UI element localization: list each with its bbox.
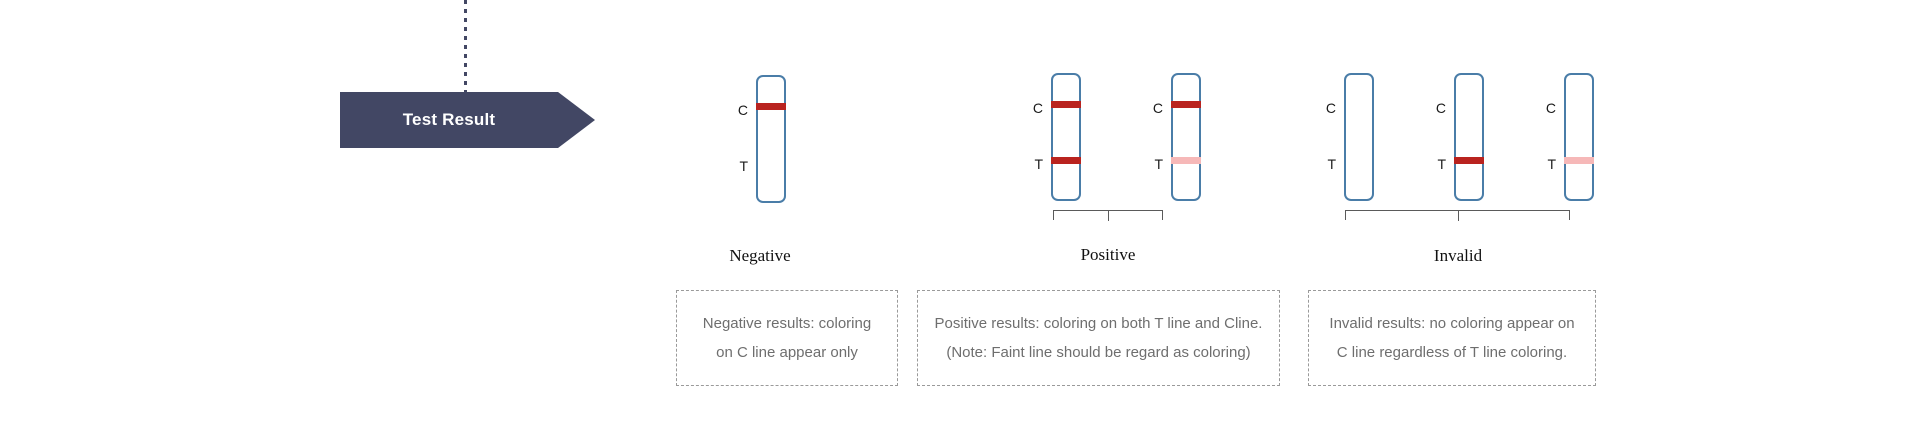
group-label-invalid: Invalid	[1433, 246, 1483, 265]
group-label-negative: Negative	[729, 246, 791, 265]
control-line-band	[1171, 101, 1201, 108]
control-letter: C	[737, 102, 748, 118]
test-line-band	[1454, 157, 1484, 164]
control-line-band	[756, 103, 786, 110]
caption-line: (Note: Faint line should be regard as co…	[946, 344, 1251, 361]
strip-cassette-body	[1171, 73, 1201, 201]
test-strip-invalid-1: C T	[1318, 73, 1374, 201]
group-bracket-invalid	[1345, 210, 1570, 228]
control-letter: C	[1545, 100, 1556, 116]
control-letter: C	[1325, 100, 1336, 116]
strip-cassette-body	[1344, 73, 1374, 201]
invalid-strips-row: C T C T C T	[1318, 73, 1594, 201]
test-strip-invalid-3: C T	[1538, 73, 1594, 201]
test-letter: T	[1154, 156, 1163, 172]
negative-strips-row: C T	[730, 75, 786, 203]
bracket-tick-right	[1162, 210, 1163, 220]
control-letter: C	[1032, 100, 1043, 116]
test-line-band-faint	[1171, 157, 1201, 164]
strip-letter-column: C T	[1318, 73, 1338, 201]
caption-line: Negative results: coloring	[702, 314, 872, 332]
test-strip-positive-1: C T	[1025, 73, 1081, 201]
test-strip-positive-2: C T	[1145, 73, 1201, 201]
test-strip-negative-1: C T	[730, 75, 786, 203]
bracket-tick-right	[1569, 210, 1570, 220]
caption-line: Invalid results: no coloring appear on	[1329, 314, 1575, 332]
strip-cassette-body	[1051, 73, 1081, 201]
strip-cassette-body	[1564, 73, 1594, 201]
test-letter: T	[1547, 156, 1556, 172]
dotted-connector-line	[464, 0, 467, 92]
strip-letter-column: C T	[730, 75, 750, 203]
positive-strips-row: C T C T	[1025, 73, 1201, 201]
test-result-banner: Test Result	[340, 92, 595, 148]
test-letter: T	[739, 158, 748, 174]
caption-box-negative: Negative results: coloring on C line app…	[676, 290, 898, 386]
group-bracket-positive	[1053, 210, 1163, 228]
bracket-tick-center	[1108, 210, 1109, 221]
strip-letter-column: C T	[1428, 73, 1448, 201]
banner-label: Test Result	[402, 110, 496, 129]
caption-box-positive: Positive results: coloring on both T lin…	[917, 290, 1280, 386]
test-line-band	[1051, 157, 1081, 164]
control-line-band	[1051, 101, 1081, 108]
strip-cassette-body	[756, 75, 786, 203]
bracket-tick-center	[1457, 210, 1459, 221]
caption-line: on C line appear only	[716, 344, 858, 361]
test-letter: T	[1327, 156, 1336, 172]
bracket-tick-left	[1053, 210, 1054, 220]
test-line-band-faint	[1564, 157, 1594, 164]
test-strip-invalid-2: C T	[1428, 73, 1484, 201]
strip-letter-column: C T	[1145, 73, 1165, 201]
caption-box-invalid: Invalid results: no coloring appear on C…	[1308, 290, 1596, 386]
caption-line: C line regardless of T line coloring.	[1336, 344, 1568, 361]
group-label-positive: Positive	[1080, 245, 1136, 264]
test-letter: T	[1034, 156, 1043, 172]
strip-letter-column: C T	[1025, 73, 1045, 201]
banner-chevron-shape	[340, 92, 595, 148]
test-letter: T	[1437, 156, 1446, 172]
strip-cassette-body	[1454, 73, 1484, 201]
control-letter: C	[1152, 100, 1163, 116]
strip-letter-column: C T	[1538, 73, 1558, 201]
bracket-tick-left	[1345, 210, 1346, 220]
caption-line: Positive results: coloring on both T lin…	[934, 314, 1263, 332]
control-letter: C	[1435, 100, 1446, 116]
